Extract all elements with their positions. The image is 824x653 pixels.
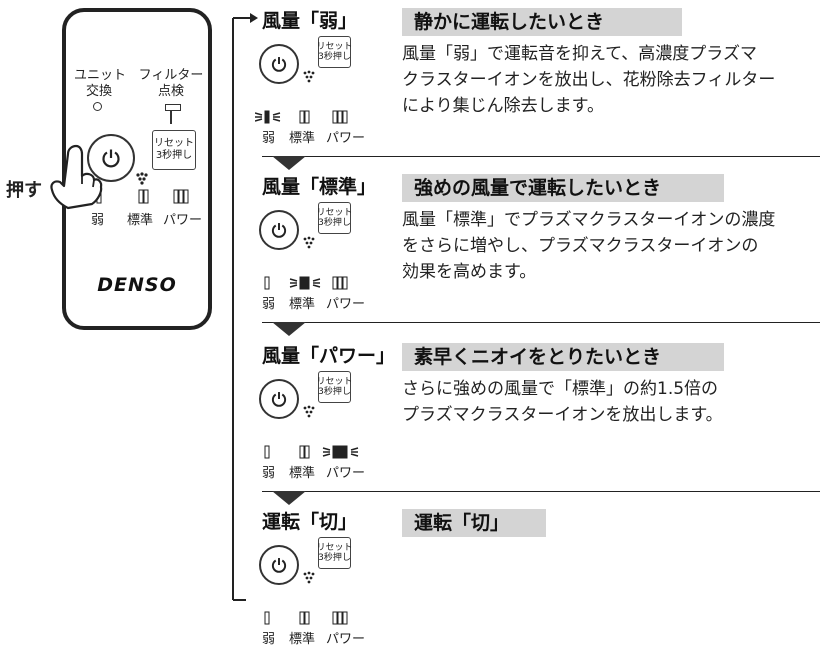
level-label: パワー [326, 466, 366, 481]
step-description-line: さらに強めの風量で「標準」の約1.5倍の [402, 379, 719, 399]
filter-indicator-icon [165, 104, 181, 111]
brand-logo: DENSO [97, 274, 177, 296]
down-arrow-icon [272, 322, 306, 336]
level-label: 弱 [262, 466, 276, 481]
level-label: パワー [326, 632, 366, 647]
step-divider [262, 322, 820, 323]
unit-indicator-icon [93, 102, 102, 111]
reset-label: リセット 3秒押し [316, 543, 353, 563]
level-label: パワー [326, 297, 366, 312]
step-description-line: により集じん除去します。 [402, 96, 604, 116]
ion-dots-icon [136, 172, 148, 185]
step-title: 静かに運転したいとき [402, 8, 682, 36]
reset-button[interactable]: リセット 3秒押し [316, 202, 353, 234]
level-label: 標準 [289, 297, 316, 312]
power-icon [271, 558, 287, 573]
step-heading: 運転「切」 [262, 511, 358, 533]
step-title: 運転「切」 [402, 509, 546, 537]
step-divider [262, 156, 820, 157]
power-button[interactable] [259, 379, 299, 419]
level-label: パワー [326, 131, 366, 146]
reset-label: リセット 3秒押し [316, 377, 353, 397]
level-label-power: パワー [163, 213, 203, 228]
level-indicators [264, 276, 348, 290]
level-label: 弱 [262, 632, 276, 647]
power-icon [271, 57, 287, 72]
level-indicators [264, 445, 359, 459]
power-button[interactable] [259, 545, 299, 585]
step-description-line: 風量「弱」で運転音を抑えて、高濃度プラズマ [402, 44, 757, 64]
reset-button[interactable]: リセット 3秒押し [316, 537, 353, 569]
power-icon [271, 392, 287, 407]
step-heading: 風量「標準」 [262, 176, 377, 198]
step-description-line: プラズマクラスターイオンを放出します。 [402, 405, 723, 425]
finger-pointer-icon [50, 144, 103, 210]
level-indicators [96, 189, 189, 204]
ion-dots-icon [303, 405, 315, 418]
level-label: 標準 [289, 632, 316, 647]
filter-indicator-stem [170, 111, 172, 124]
unit-exchange-label: ユニット交換 [74, 68, 127, 99]
down-arrow-icon [272, 156, 306, 170]
level-indicators [255, 110, 348, 124]
ion-dots-icon [303, 236, 315, 249]
step-heading: 風量「弱」 [262, 10, 358, 32]
ion-dots-icon [303, 70, 315, 83]
level-label: 標準 [289, 131, 316, 146]
ion-dots-icon [303, 571, 315, 584]
power-button[interactable] [259, 44, 299, 84]
filter-check-label: フィルター点検 [138, 68, 204, 99]
power-button[interactable] [259, 210, 299, 250]
step-description-line: 効果を高めます。 [402, 262, 537, 282]
level-indicators [264, 611, 348, 625]
down-arrow-icon [272, 491, 306, 505]
power-button[interactable] [87, 134, 135, 182]
step-description-line: 風量「標準」でプラズマクラスターイオンの濃度 [402, 210, 776, 230]
step-title: 強めの風量で運転したいとき [402, 174, 724, 202]
level-label: 弱 [262, 297, 276, 312]
step-heading: 風量「パワー」 [262, 345, 396, 367]
reset-button[interactable]: リセット 3秒押し [316, 371, 353, 403]
step-title: 素早くニオイをとりたいとき [402, 343, 724, 371]
level-label: 弱 [262, 131, 276, 146]
step-description-line: クラスターイオンを放出し、花粉除去フィルター [402, 70, 776, 90]
press-label: 押す [6, 180, 42, 201]
step-divider [262, 491, 820, 492]
power-icon [271, 223, 287, 238]
step-description-line: をさらに増やし、プラズマクラスターイオンの [402, 236, 759, 256]
level-label-weak: 弱 [91, 213, 105, 228]
reset-button[interactable]: リセット 3秒押し [316, 36, 353, 68]
reset-label: リセット 3秒押し [316, 208, 353, 228]
level-label: 標準 [289, 466, 316, 481]
reset-label: リセット 3秒押し [316, 42, 353, 62]
level-label-standard: 標準 [127, 213, 154, 228]
power-icon [102, 149, 120, 168]
